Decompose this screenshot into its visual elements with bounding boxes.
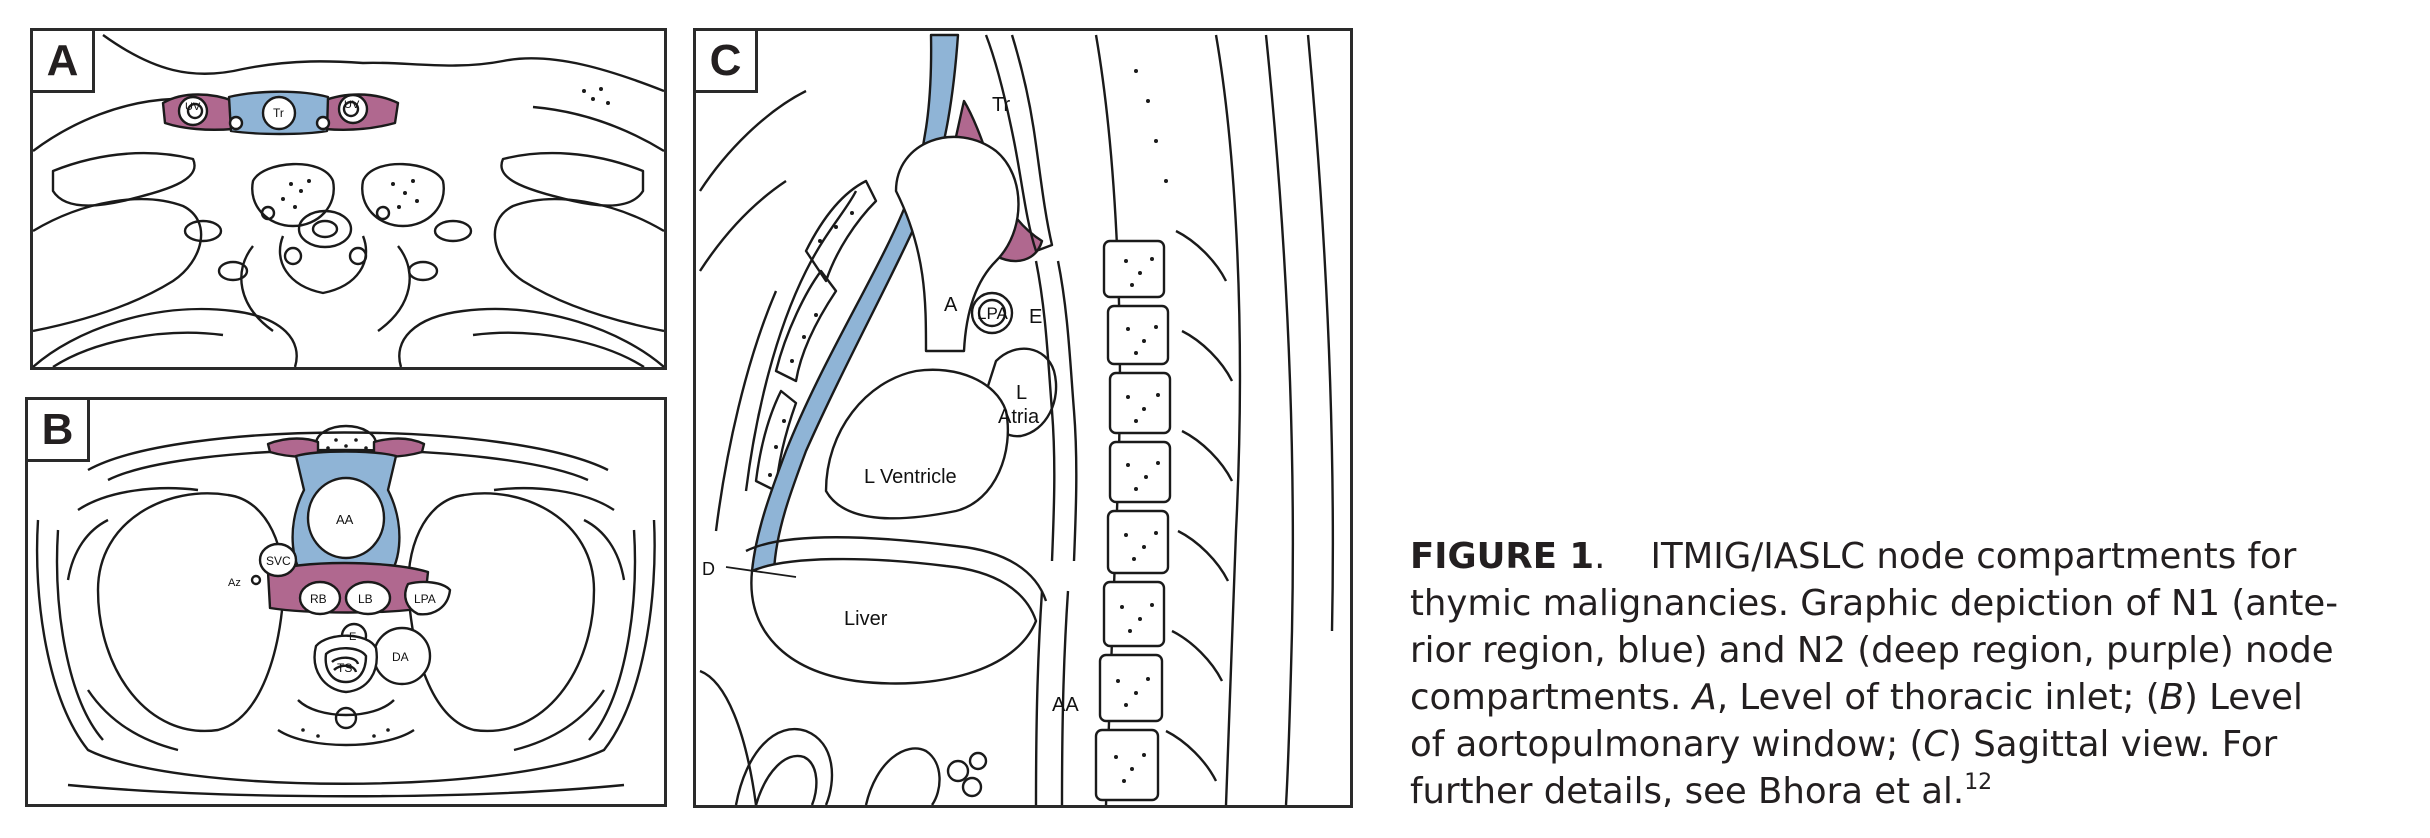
panel-b-aortopulmonary-window: B bbox=[25, 397, 667, 807]
panel-c-d-label: D bbox=[702, 559, 715, 579]
panel-c-illustration: Tr A LPA E L Atria L Ventricle D Liver A… bbox=[698, 33, 1335, 805]
caption-line-5: of aortopulmonary window; (C) Sagittal v… bbox=[1410, 721, 2410, 768]
panel-c-label: C bbox=[696, 31, 758, 93]
panel-c-liver-label: Liver bbox=[844, 608, 888, 630]
caption-line-5-pre: of aortopulmonary window; ( bbox=[1410, 724, 1924, 765]
panel-a-uv-right-label: UV bbox=[344, 99, 360, 111]
panel-a-label: A bbox=[33, 31, 95, 93]
panel-a-uv-left-label: UV bbox=[185, 101, 201, 113]
panel-c-lpa-label: LPA bbox=[977, 304, 1009, 323]
caption-panel-a-ref: A bbox=[1692, 677, 1717, 718]
caption-line-6-text: further details, see Bhora et al. bbox=[1410, 771, 1965, 812]
caption-heading-punct: . bbox=[1594, 536, 1606, 577]
panel-c-l-atria-line2: Atria bbox=[998, 406, 1040, 428]
panel-b-lb-label: LB bbox=[358, 592, 373, 606]
panel-b-aa-label: AA bbox=[336, 512, 354, 527]
caption-line-6: further details, see Bhora et al.12 bbox=[1410, 768, 2410, 815]
panel-a-illustration: UV Tr UV bbox=[33, 34, 664, 367]
panel-b-e-label: E bbox=[349, 631, 356, 643]
panel-b-svc-label: SVC bbox=[266, 554, 291, 568]
panel-b-az-label: Az bbox=[228, 577, 241, 589]
panel-b-label: B bbox=[28, 400, 90, 462]
caption-line-4-post: , Level of thoracic inlet; ( bbox=[1716, 677, 2160, 718]
caption-line-3: rior region, blue) and N2 (deep region, … bbox=[1410, 630, 2334, 671]
panel-c-tr-label: Tr bbox=[992, 94, 1010, 116]
caption-line-4-end: ) Level bbox=[2184, 677, 2303, 718]
caption-reference: 12 bbox=[1964, 770, 1993, 795]
panel-b-ts-label: TS bbox=[337, 661, 352, 675]
panel-b-illustration: AA SVC Az RB LB LPA E DA TS bbox=[35, 424, 656, 798]
panel-b-lpa-label: LPA bbox=[414, 592, 436, 606]
panel-c-a-label: A bbox=[944, 294, 958, 316]
caption-panel-c-ref: C bbox=[1923, 724, 1949, 765]
panel-b-rb-label: RB bbox=[310, 592, 327, 606]
caption-line-1: FIGURE 1. ITMIG/IASLC node compartments … bbox=[1410, 533, 2410, 580]
caption-line-5-post: ) Sagittal view. For bbox=[1948, 724, 2278, 765]
panel-c-l-ventricle-label: L Ventricle bbox=[864, 466, 957, 488]
caption-line-2: thymic malignancies. Graphic depiction o… bbox=[1410, 583, 2339, 624]
caption-heading: FIGURE 1 bbox=[1410, 536, 1595, 577]
panel-a-thoracic-inlet: A bbox=[30, 28, 667, 370]
caption-panel-b-ref: B bbox=[2159, 677, 2185, 718]
panel-c-e-label: E bbox=[1029, 306, 1042, 328]
caption-line-4-pre: compartments. bbox=[1410, 677, 1693, 718]
panel-c-sagittal-view: C bbox=[693, 28, 1353, 808]
figure-caption: FIGURE 1. ITMIG/IASLC node compartments … bbox=[1410, 533, 2410, 815]
panel-c-aa-label: AA bbox=[1052, 694, 1079, 716]
panel-b-da-label: DA bbox=[392, 650, 409, 664]
panel-c-l-atria-line1: L bbox=[1016, 382, 1027, 404]
caption-line-1-text: ITMIG/IASLC node compartments for bbox=[1650, 536, 2297, 577]
caption-line-4: compartments. A, Level of thoracic inlet… bbox=[1410, 674, 2410, 721]
panel-a-trachea-label: Tr bbox=[273, 106, 284, 120]
